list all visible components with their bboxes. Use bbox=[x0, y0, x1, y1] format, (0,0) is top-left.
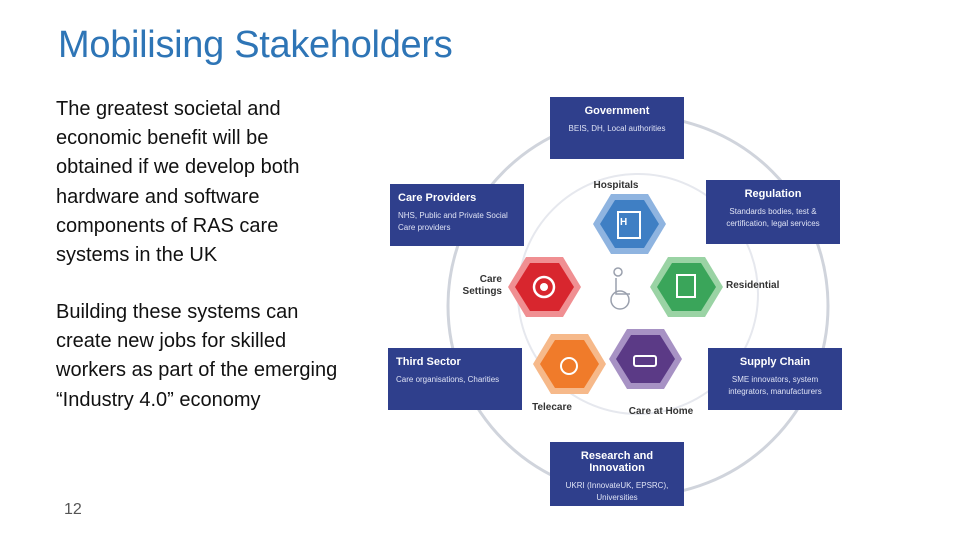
third-sector-sub: Care organisations, Charities bbox=[396, 375, 500, 384]
government-box: Government BEIS, DH, Local authorities bbox=[550, 97, 684, 159]
care-providers-box: Care Providers NHS, Public and Private S… bbox=[390, 184, 524, 246]
regulation-sub: Standards bodies, test & certification, … bbox=[726, 207, 820, 228]
supply-chain-box: Supply Chain SME innovators, system inte… bbox=[708, 348, 842, 410]
government-title: Government bbox=[584, 105, 650, 117]
research-sub: UKRI (InnovateUK, EPSRC), Universities bbox=[565, 481, 669, 502]
regulation-box: Regulation Standards bodies, test & cert… bbox=[706, 180, 840, 244]
label-residential: Residential bbox=[726, 280, 780, 291]
research-title: Research and Innovation bbox=[580, 450, 654, 474]
paragraph-benefit: The greatest societal and economic benef… bbox=[56, 98, 300, 267]
care-at-home-hex bbox=[609, 329, 682, 389]
diagram-graphics: H bbox=[446, 114, 830, 498]
label-care-settings: Care Settings bbox=[462, 274, 502, 297]
label-telecare: Telecare bbox=[532, 402, 572, 413]
page-number: 12 bbox=[64, 501, 82, 518]
label-care-at-home: Care at Home bbox=[628, 406, 694, 417]
stakeholder-diagram: H Government bbox=[386, 94, 886, 514]
supply-chain-title: Supply Chain bbox=[739, 356, 811, 368]
third-sector-box: Third Sector Care organisations, Chariti… bbox=[388, 348, 522, 410]
research-box: Research and Innovation UKRI (InnovateUK… bbox=[550, 442, 684, 506]
third-sector-title: Third Sector bbox=[396, 356, 461, 368]
supply-chain-sub: SME innovators, system integrators, manu… bbox=[728, 375, 822, 396]
slide-title: Mobilising Stakeholders bbox=[58, 24, 453, 66]
regulation-title: Regulation bbox=[744, 188, 802, 200]
svg-text:H: H bbox=[620, 217, 627, 228]
label-hospitals: Hospitals bbox=[593, 180, 639, 191]
wheelchair-icon bbox=[610, 267, 630, 310]
hospitals-hex: H bbox=[593, 194, 666, 254]
government-sub: BEIS, DH, Local authorities bbox=[568, 124, 666, 133]
care-providers-title: Care Providers bbox=[398, 192, 477, 204]
care-providers-sub: NHS, Public and Private Social Care prov… bbox=[398, 211, 508, 232]
residential-hex bbox=[650, 257, 723, 317]
care-settings-hex bbox=[508, 257, 581, 317]
paragraph-jobs: Building these systems can create new jo… bbox=[56, 301, 338, 411]
telecare-hex bbox=[533, 334, 606, 394]
